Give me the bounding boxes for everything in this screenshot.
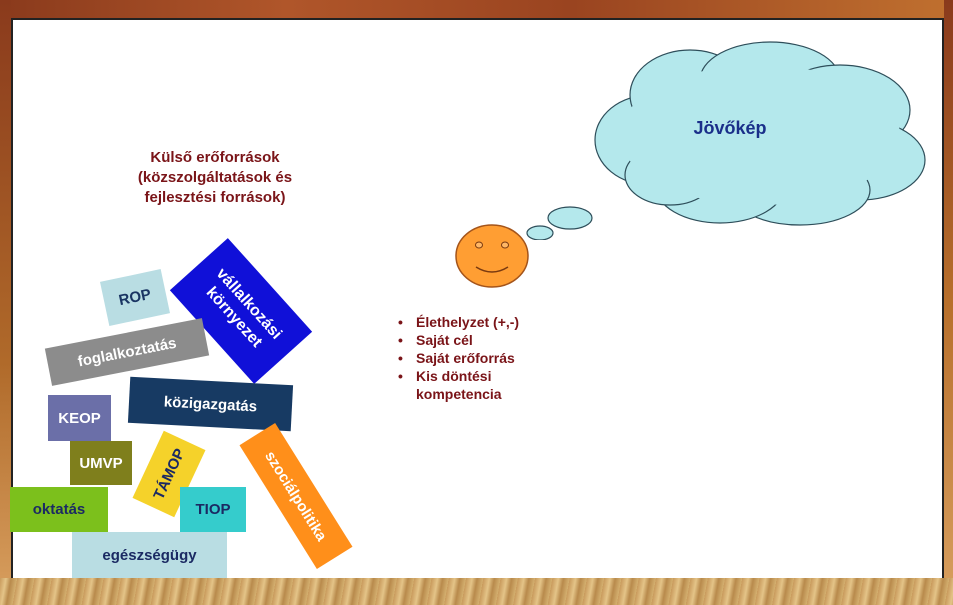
tile-tiop-label: TIOP <box>195 501 231 518</box>
tile-egeszsegugy: egészségügy <box>72 532 227 578</box>
slide-frame-bottom <box>0 578 953 605</box>
external-resources-heading: Külső erőforrások (közszolgáltatások és … <box>95 148 335 208</box>
heading-line-3: fejlesztési források) <box>144 189 286 206</box>
tile-keop: KEOP <box>48 395 111 441</box>
tile-oktatas: oktatás <box>10 487 108 532</box>
slide-frame-top <box>0 0 953 18</box>
bullet-text: Saját cél <box>416 332 473 348</box>
list-item: • Saját cél <box>398 331 519 349</box>
bullet-icon: • <box>398 314 403 330</box>
cloud-label: Jövőkép <box>693 118 767 138</box>
bullet-icon: • <box>398 350 403 366</box>
bullet-icon: • <box>398 368 403 384</box>
list-item: • Kis döntési kompetencia <box>398 367 519 403</box>
tile-umvp-label: UMVP <box>79 454 123 472</box>
tile-oktatas-label: oktatás <box>32 501 86 518</box>
list-item: • Élethelyzet (+,-) <box>398 313 519 331</box>
bullet-text-continued: kompetencia <box>416 386 502 402</box>
list-item: • Saját erőforrás <box>398 349 519 367</box>
tile-kozigazgatas-label: közigazgatás <box>163 393 258 415</box>
slide-frame-right <box>944 0 953 605</box>
bullet-text: Élethelyzet (+,-) <box>416 314 520 330</box>
smiley-face-icon <box>455 224 529 288</box>
heading-line-1: Külső erőforrások <box>150 149 280 166</box>
slide-frame-left <box>0 0 11 605</box>
tile-tiop: TIOP <box>180 487 246 532</box>
thought-cloud <box>526 41 926 240</box>
tile-kozigazgatas: közigazgatás <box>127 376 294 432</box>
personal-situation-list: • Élethelyzet (+,-) • Saját cél • Saját … <box>398 313 519 403</box>
tile-rop-label: ROP <box>117 285 153 310</box>
tile-keop-label: KEOP <box>58 409 101 427</box>
tile-umvp: UMVP <box>70 441 132 485</box>
tile-egeszsegugy-label: egészségügy <box>102 546 197 564</box>
bullet-icon: • <box>398 332 403 348</box>
bullet-text: Kis döntési <box>416 368 492 384</box>
heading-line-2: (közszolgáltatások és <box>137 169 293 186</box>
bullet-text: Saját erőforrás <box>416 350 515 366</box>
